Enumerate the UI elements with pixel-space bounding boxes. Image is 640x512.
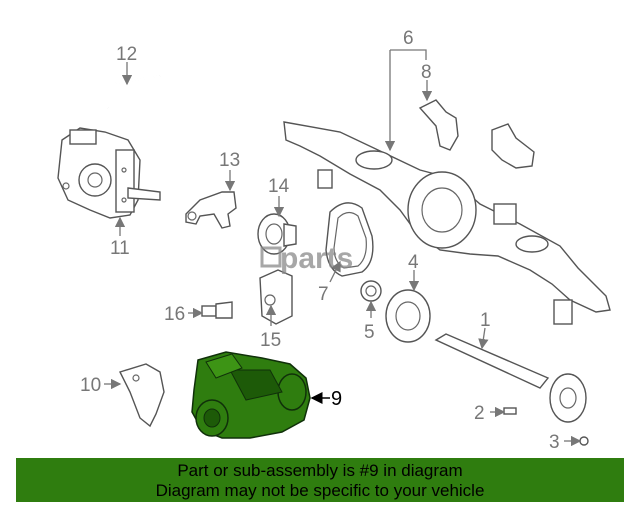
part-9-differential [191, 351, 311, 439]
watermark-text: parts [280, 242, 353, 275]
callout-1: 1 [480, 310, 491, 331]
part-6-housing [283, 121, 611, 325]
info-banner-line-2: Diagram may not be specific to your vehi… [155, 481, 485, 500]
callout-8: 8 [421, 62, 432, 83]
part-7-gasket [325, 202, 374, 277]
callout-14: 14 [268, 176, 290, 197]
part-13-fork [185, 191, 237, 229]
part-4-flange [385, 289, 431, 343]
part-12-rod [102, 75, 161, 109]
part-14-collar [257, 213, 297, 255]
part-11-assembly [57, 127, 161, 219]
info-banner: Part or sub-assembly is #9 in diagram Di… [16, 458, 624, 502]
part-2-bolt [503, 407, 517, 415]
watermark-logo: parts [260, 242, 353, 275]
part-16-sensor [201, 301, 233, 319]
parts-diagram: parts 12 11 13 14 15 16 6 8 7 5 4 1 2 3 … [57, 28, 611, 453]
callout-9: 9 [331, 388, 342, 410]
callout-3: 3 [549, 432, 560, 453]
part-10-mount [119, 363, 165, 428]
part-15-bracket [259, 269, 293, 325]
callout-7: 7 [318, 284, 329, 305]
part-8-fittings [418, 99, 535, 169]
part-5-seal [360, 280, 382, 302]
callout-12: 12 [116, 44, 137, 65]
info-banner-line-1: Part or sub-assembly is #9 in diagram [177, 461, 463, 480]
callout-10: 10 [80, 375, 101, 396]
callout-4: 4 [408, 252, 419, 273]
callout-13: 13 [219, 150, 240, 171]
callout-11: 11 [110, 238, 130, 259]
callout-2: 2 [474, 403, 485, 424]
part-3-nut [579, 436, 589, 446]
part-1-shaft [434, 333, 587, 423]
callout-15: 15 [260, 330, 281, 351]
callout-6: 6 [403, 28, 414, 49]
callout-16: 16 [164, 304, 185, 325]
callout-5: 5 [364, 322, 375, 343]
